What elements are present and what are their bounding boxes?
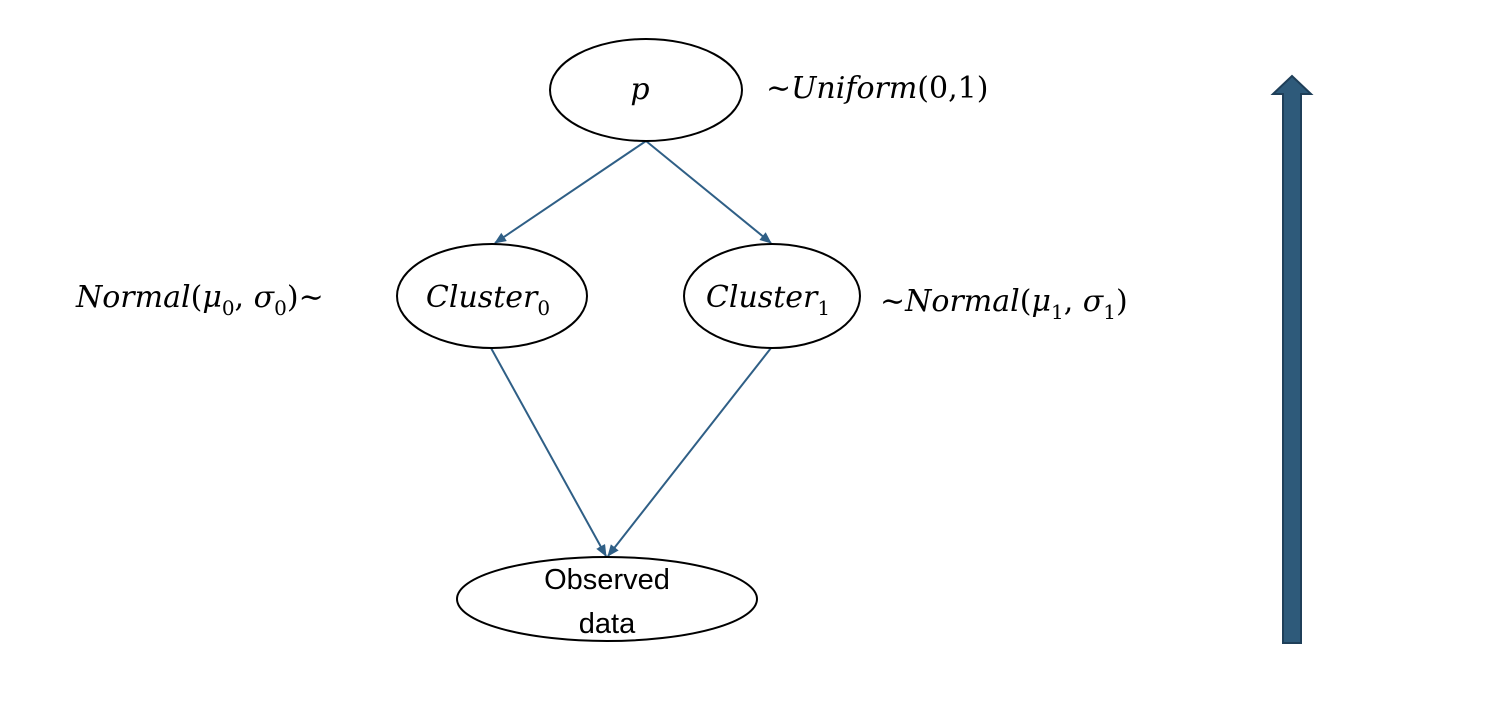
- edge-cluster1-to-observed: [607, 347, 772, 557]
- node-observed-data: Observed data: [456, 556, 758, 642]
- annotation-cluster1-prior: ∼Normal(μ1, σ1): [880, 284, 1128, 324]
- node-cluster-0-label: Cluster0: [426, 280, 550, 320]
- node-p: p: [549, 38, 743, 142]
- node-p-label: p: [630, 72, 649, 107]
- node-observed-line2: data: [579, 608, 636, 640]
- up-arrow-icon: [1270, 74, 1314, 644]
- annotation-p-prior: ∼Uniform(0,1): [766, 71, 988, 106]
- edge-p-to-cluster1: [645, 140, 772, 244]
- node-observed-line1: Observed: [544, 564, 670, 596]
- node-cluster-1-label: Cluster1: [706, 280, 830, 320]
- node-cluster-0: Cluster0: [396, 243, 588, 349]
- node-cluster-1: Cluster1: [683, 243, 861, 349]
- edge-p-to-cluster0: [494, 140, 647, 244]
- edge-cluster0-to-observed: [490, 347, 607, 557]
- annotation-cluster0-prior: Normal(μ0, σ0)∼: [75, 280, 324, 320]
